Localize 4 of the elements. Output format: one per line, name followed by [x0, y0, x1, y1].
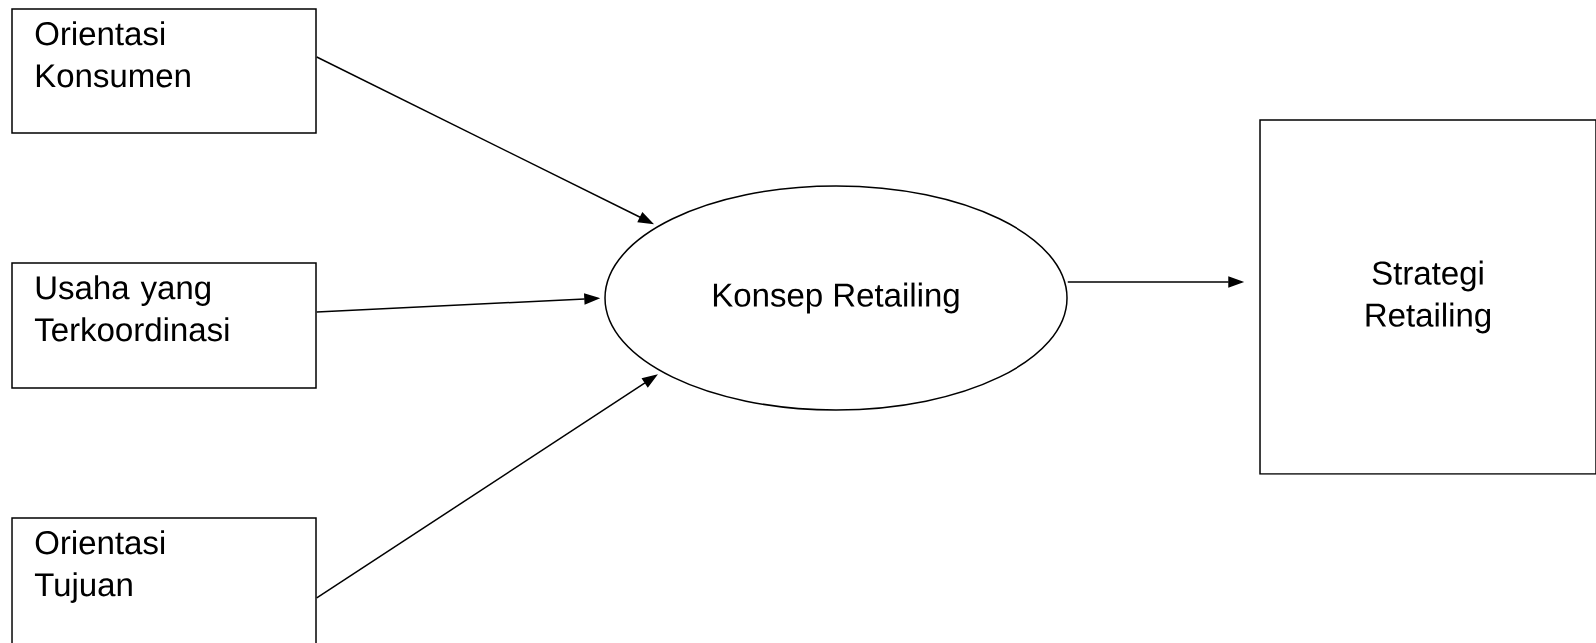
strategy-box: Strategi Retailing: [1259, 119, 1596, 475]
factor-box: Orientasi Konsumen: [11, 8, 317, 134]
factor-box: Usaha yang Terkoordinasi: [11, 262, 317, 389]
factor-box: Orientasi Tujuan: [11, 517, 317, 643]
